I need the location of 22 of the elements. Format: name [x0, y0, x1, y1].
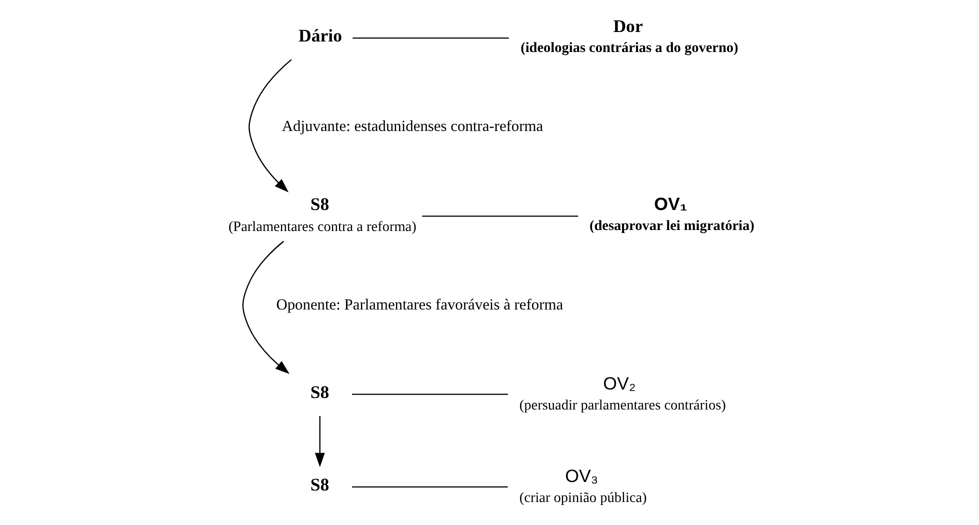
node-text: Dor [612, 16, 642, 36]
label: Oponente: Parlamentares favoráveis à reforma [276, 296, 563, 314]
node-text: OV₃ [564, 466, 598, 486]
arrow [248, 59, 292, 192]
node-label: (persuadir parlamentares contrários) [518, 397, 726, 414]
node-text: OV₁ [654, 194, 687, 214]
connector [352, 37, 508, 39]
connector [352, 486, 508, 488]
node-label: (desaprovar lei migratória) [588, 218, 754, 234]
connector [352, 394, 508, 395]
node-text: Dário [298, 26, 342, 46]
node-label: (Parlamentares contra a reforma) [228, 219, 416, 236]
arrow [242, 240, 290, 374]
node-label: (ideologias contrárias a do governo) [520, 40, 738, 56]
node-text: S8 [310, 382, 329, 402]
arrow [314, 416, 324, 468]
node-text: OV₂ [602, 374, 636, 394]
node-text: S8 [310, 474, 329, 495]
label: Adjuvante: estadunidenses contra-reforma [281, 118, 543, 136]
connector [422, 216, 578, 217]
node-label: (criar opinião pública) [518, 490, 646, 506]
node-text: S8 [310, 194, 329, 214]
